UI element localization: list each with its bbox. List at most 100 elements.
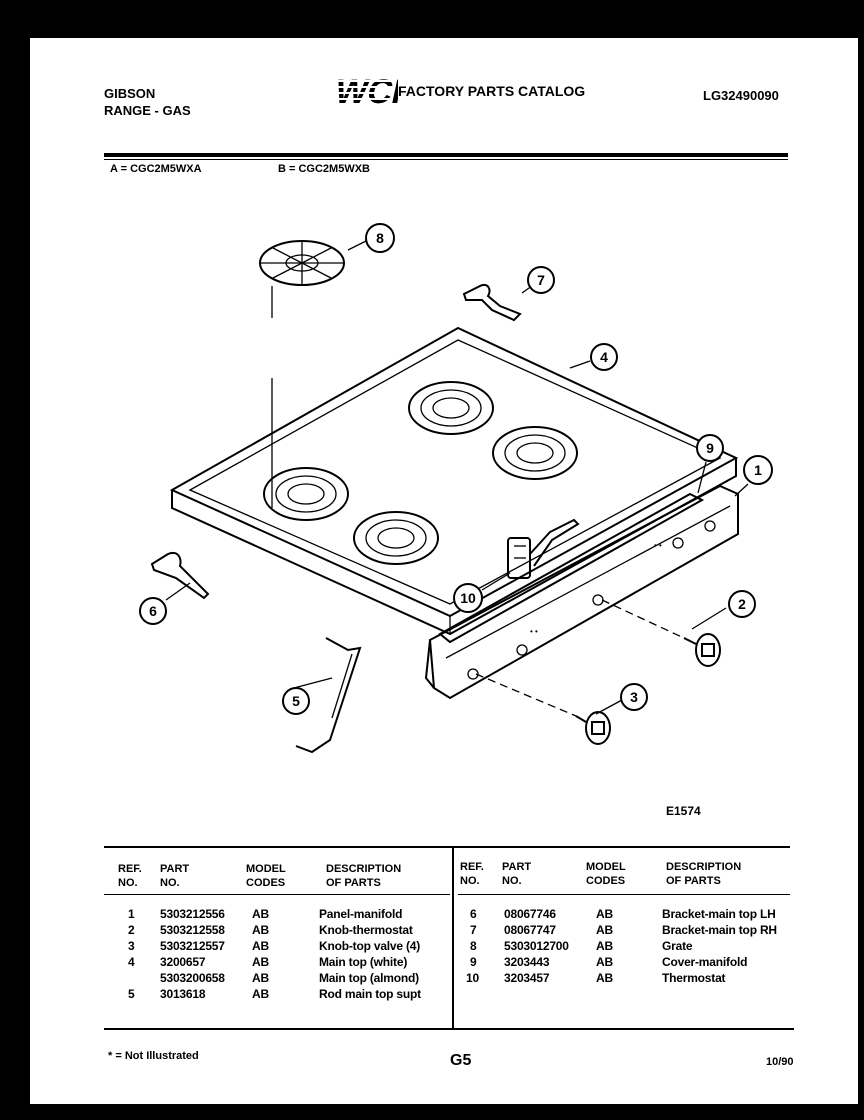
knob-top-valve	[475, 673, 611, 745]
catalog-page: GIBSON RANGE - GAS WCI FACTORY PARTS CAT…	[30, 38, 858, 1104]
knob-thermostat	[601, 599, 721, 667]
bracket-lh	[150, 552, 210, 600]
part-no: 3013618	[160, 987, 206, 1001]
burner	[263, 467, 349, 521]
bracket-rh	[462, 284, 522, 322]
svg-text:3: 3	[630, 689, 638, 705]
table-top-rule	[104, 846, 790, 848]
model-codes: AB	[252, 955, 269, 969]
table-divider	[452, 846, 454, 1028]
model-codes: AB	[252, 923, 269, 937]
model-codes: AB	[596, 955, 613, 969]
description: Panel-manifold	[319, 907, 403, 921]
table-row: 8	[470, 939, 477, 953]
part-no: 08067746	[504, 907, 556, 921]
part-no: 3200657	[160, 955, 206, 969]
description: Knob-thermostat	[319, 923, 413, 937]
description: Knob-top valve (4)	[319, 939, 421, 953]
manifold-panel: • • • •	[424, 484, 739, 700]
table-row: 6	[470, 907, 477, 921]
model-codes: AB	[252, 987, 269, 1001]
description: Bracket-main top LH	[662, 907, 776, 921]
callout-2: 2	[728, 590, 756, 618]
part-no: 5303200658	[160, 971, 225, 985]
table-row: 5	[128, 987, 135, 1001]
table-row: 10	[466, 971, 479, 985]
description: Thermostat	[662, 971, 726, 985]
callout-8: 8	[365, 223, 395, 253]
part-no: 3203457	[504, 971, 550, 985]
part-no: 5303212556	[160, 907, 225, 921]
svg-text:4: 4	[600, 349, 608, 365]
page-number: G5	[450, 1052, 472, 1069]
burner	[353, 511, 439, 565]
table-row: 3	[128, 939, 135, 953]
model-codes: AB	[596, 907, 613, 921]
svg-text:• •: • •	[530, 627, 538, 636]
model-codes: AB	[252, 907, 269, 921]
svg-text:6: 6	[149, 603, 157, 619]
table-row: 7	[470, 923, 477, 937]
svg-text:7: 7	[537, 272, 545, 288]
svg-text:10: 10	[460, 590, 476, 606]
brand-name: GIBSON	[104, 86, 156, 101]
rod	[295, 637, 362, 754]
callout-5: 5	[282, 687, 310, 715]
model-codes: AB	[252, 939, 269, 953]
description: Main top (almond)	[319, 971, 419, 985]
svg-text:• •: • •	[654, 541, 662, 550]
part-no: 5303212557	[160, 939, 225, 953]
figure-code: E1574	[666, 804, 701, 818]
model-b: B = CGC2M5WXB	[278, 163, 370, 175]
table-row: 9	[470, 955, 477, 969]
svg-text:1: 1	[754, 462, 762, 478]
description: Bracket-main top RH	[662, 923, 777, 937]
table-row: 1	[128, 907, 135, 921]
part-no: 3203443	[504, 955, 550, 969]
catalog-title: FACTORY PARTS CATALOG	[398, 83, 586, 99]
svg-text:8: 8	[376, 230, 384, 246]
footnote: * = Not Illustrated	[108, 1050, 199, 1062]
table-header-rule-left	[104, 894, 450, 895]
exploded-parts-diagram: • • • •	[139, 223, 773, 818]
description: Cover-manifold	[662, 955, 748, 969]
logo-text: WCI	[332, 73, 398, 108]
callout-7: 7	[527, 266, 555, 294]
header-rule-thin	[104, 159, 788, 160]
part-no: 5303012700	[504, 939, 569, 953]
description: Rod main top supt	[319, 987, 421, 1001]
product-type: RANGE - GAS	[104, 103, 191, 118]
callout-3: 3	[620, 683, 648, 711]
catalog-number: LG32490090	[703, 88, 779, 103]
header-ref: REF.NO.	[460, 861, 484, 887]
table-bottom-rule	[104, 1028, 794, 1030]
wci-logo: WCI	[332, 73, 398, 108]
main-top	[169, 326, 739, 636]
model-codes: AB	[596, 939, 613, 953]
header-ref: REF.NO.	[118, 863, 142, 889]
svg-text:5: 5	[292, 693, 300, 709]
callout-1: 1	[743, 455, 773, 485]
description: Grate	[662, 939, 693, 953]
model-codes: AB	[596, 923, 613, 937]
header-rule	[104, 153, 788, 157]
grate	[259, 240, 345, 508]
table-row: 4	[128, 955, 135, 969]
description: Main top (white)	[319, 955, 408, 969]
part-no: 5303212558	[160, 923, 225, 937]
svg-text:2: 2	[738, 596, 746, 612]
model-codes: AB	[596, 971, 613, 985]
thermostat	[507, 518, 580, 579]
table-header-rule-right	[458, 894, 790, 895]
model-a: A = CGC2M5WXA	[110, 163, 202, 175]
part-no: 08067747	[504, 923, 556, 937]
callout-4: 4	[590, 343, 618, 371]
burner	[492, 426, 578, 480]
table-row: 2	[128, 923, 135, 937]
svg-text:9: 9	[706, 440, 714, 456]
